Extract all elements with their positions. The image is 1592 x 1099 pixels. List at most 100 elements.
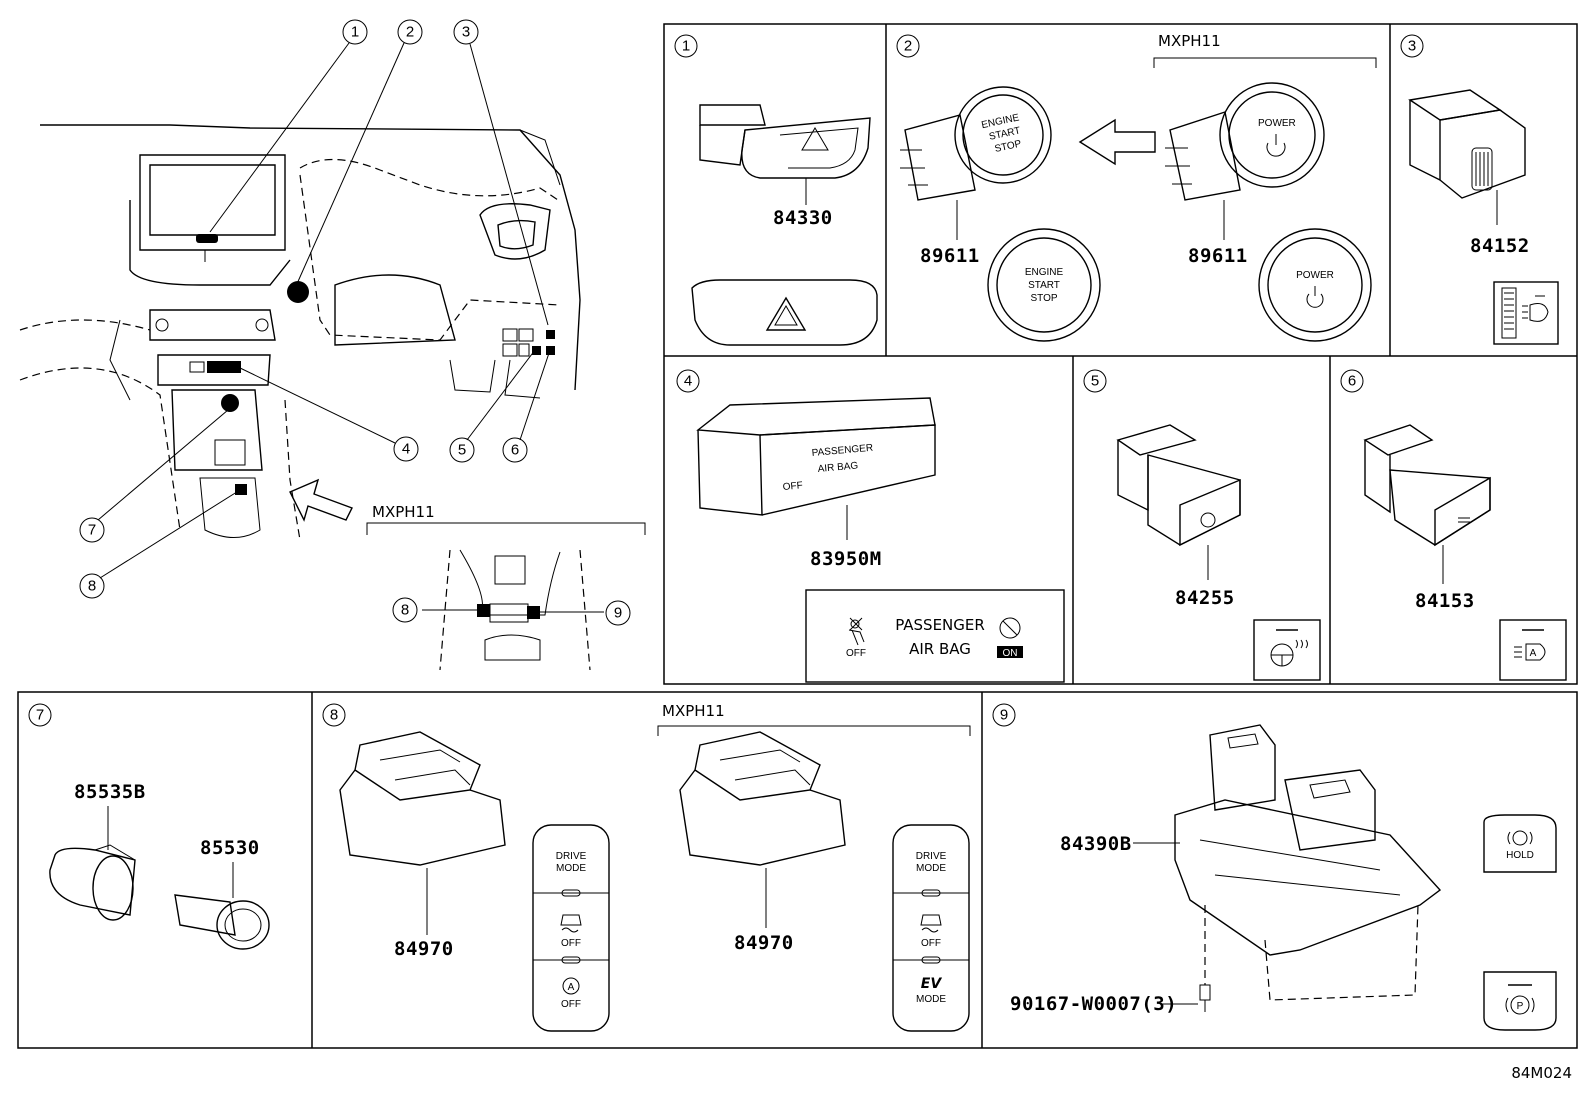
parking-brake-button-face: P	[1483, 971, 1557, 1031]
drive-mode-ev-panel: DRIVE MODE OFF EV MODE	[892, 824, 970, 1032]
panel-grid	[17, 23, 1578, 1049]
svg-text:MXPH11: MXPH11	[662, 702, 725, 720]
svg-text:POWER: POWER	[1296, 270, 1334, 281]
panel-8-variant: MXPH11	[657, 702, 971, 736]
panel-number-4: 4	[676, 369, 700, 393]
steering-heater-icon	[1253, 619, 1321, 681]
svg-text:7: 7	[36, 707, 44, 724]
auto-off-icon: A	[562, 977, 580, 995]
engine-start-switch-part: ENGINE START STOP 89611	[900, 86, 1052, 267]
svg-text:PASSENGER: PASSENGER	[811, 443, 873, 459]
traction-off-icon	[560, 914, 582, 933]
hold-button-face: HOLD	[1483, 814, 1557, 873]
panel-number-1: 1	[674, 34, 698, 58]
svg-text:84970: 84970	[394, 938, 454, 960]
svg-text:85535B: 85535B	[74, 781, 146, 803]
svg-text:83950M: 83950M	[810, 548, 882, 570]
svg-text:POWER: POWER	[1258, 118, 1296, 129]
svg-text:HOLD: HOLD	[1506, 850, 1534, 861]
svg-text:MODE: MODE	[916, 863, 946, 874]
svg-text:AIR BAG: AIR BAG	[817, 460, 859, 475]
panel-number-2: 2	[896, 34, 920, 58]
svg-text:ON: ON	[1003, 648, 1018, 659]
svg-text:84153: 84153	[1415, 590, 1475, 612]
drive-mode-panel: DRIVE MODE OFF A OFF	[532, 824, 610, 1032]
svg-text:DRIVE: DRIVE	[916, 851, 947, 862]
svg-text:2: 2	[406, 24, 414, 41]
svg-text:6: 6	[1348, 373, 1356, 390]
drive-mode-switch-ev-part: 84970	[679, 731, 846, 954]
parking-brake-switch-part: 84390B 90167-W0007(3)	[1010, 724, 1442, 1015]
power-outlet-part: 85530	[174, 837, 270, 950]
svg-text:PASSENGER: PASSENGER	[895, 616, 985, 634]
svg-text:8: 8	[401, 602, 409, 619]
svg-text:MODE: MODE	[556, 863, 586, 874]
svg-text:MXPH11: MXPH11	[1158, 32, 1221, 50]
svg-text:OFF: OFF	[782, 480, 803, 493]
power-icon	[1306, 286, 1324, 308]
diagram-code: 84M024	[1511, 1064, 1572, 1082]
power-outlet-cover-part: 85535B	[49, 781, 146, 921]
svg-text:P: P	[1517, 1001, 1524, 1012]
airbag-indicator-face: OFF PASSENGER AIR BAG ON	[805, 589, 1065, 683]
svg-text:85530: 85530	[200, 837, 260, 859]
hazard-switch-part: 84330	[699, 104, 871, 229]
svg-text:84390B: 84390B	[1060, 833, 1132, 855]
svg-text:4: 4	[402, 441, 410, 458]
svg-text:8: 8	[330, 707, 338, 724]
svg-text:5: 5	[458, 442, 466, 459]
svg-text:DRIVE: DRIVE	[556, 851, 587, 862]
svg-text:89611: 89611	[1188, 245, 1248, 267]
airbag-indicator-part: PASSENGER AIR BAG OFF 83950M	[696, 397, 936, 570]
svg-text:89611: 89611	[920, 245, 980, 267]
svg-text:OFF: OFF	[921, 938, 941, 949]
svg-text:84152: 84152	[1470, 235, 1530, 257]
power-icon	[1266, 134, 1286, 157]
headlamp-level-icon	[1493, 281, 1559, 345]
parking-brake-icon: P	[1505, 995, 1535, 1015]
panel-number-3: 3	[1400, 34, 1424, 58]
svg-text:8: 8	[88, 578, 96, 595]
svg-text:5: 5	[1091, 373, 1099, 390]
engine-start-button-face: ENGINE START STOP	[987, 228, 1101, 342]
svg-text:OFF: OFF	[846, 648, 866, 659]
svg-text:MXPH11: MXPH11	[372, 503, 435, 521]
panel-number-5: 5	[1083, 369, 1107, 393]
svg-text:STOP: STOP	[1030, 293, 1057, 304]
svg-text:ENGINE: ENGINE	[1025, 267, 1064, 278]
headlamp-leveling-switch-part: 84152	[1408, 89, 1530, 257]
svg-text:90167-W0007(3): 90167-W0007(3)	[1010, 993, 1177, 1015]
svg-text:START: START	[1028, 280, 1060, 291]
headlamp-icon: A	[1499, 619, 1567, 681]
svg-text:OFF: OFF	[561, 938, 581, 949]
hazard-icon	[765, 296, 807, 331]
power-switch-part: POWER 89611	[1165, 82, 1325, 267]
ev-icon: EV	[921, 976, 943, 992]
svg-text:2: 2	[904, 38, 912, 55]
svg-text:A: A	[1530, 648, 1537, 659]
panel-number-9: 9	[992, 703, 1016, 727]
hazard-button-face	[691, 279, 878, 346]
svg-text:84970: 84970	[734, 932, 794, 954]
svg-text:9: 9	[1000, 707, 1008, 724]
svg-text:3: 3	[462, 24, 470, 41]
panel-number-7: 7	[28, 703, 52, 727]
svg-text:6: 6	[511, 442, 519, 459]
svg-text:1: 1	[682, 38, 690, 55]
traction-off-icon	[920, 914, 942, 933]
svg-text:7: 7	[88, 522, 96, 539]
svg-text:9: 9	[614, 605, 622, 622]
panel-number-8: 8	[322, 703, 346, 727]
light-switch-part: 84153	[1363, 424, 1491, 612]
arrow-left-icon	[1078, 118, 1156, 166]
dashboard-overview: 1 2 3	[19, 19, 646, 671]
svg-text:84330: 84330	[773, 207, 833, 229]
svg-text:1: 1	[351, 24, 359, 41]
passenger-airbag-off-icon	[848, 617, 865, 646]
svg-text:84255: 84255	[1175, 587, 1235, 609]
svg-text:4: 4	[684, 373, 692, 390]
heater-switch-part: 84255	[1116, 424, 1241, 609]
drive-mode-switch-part: 84970	[339, 731, 506, 960]
svg-text:MODE: MODE	[916, 994, 946, 1005]
